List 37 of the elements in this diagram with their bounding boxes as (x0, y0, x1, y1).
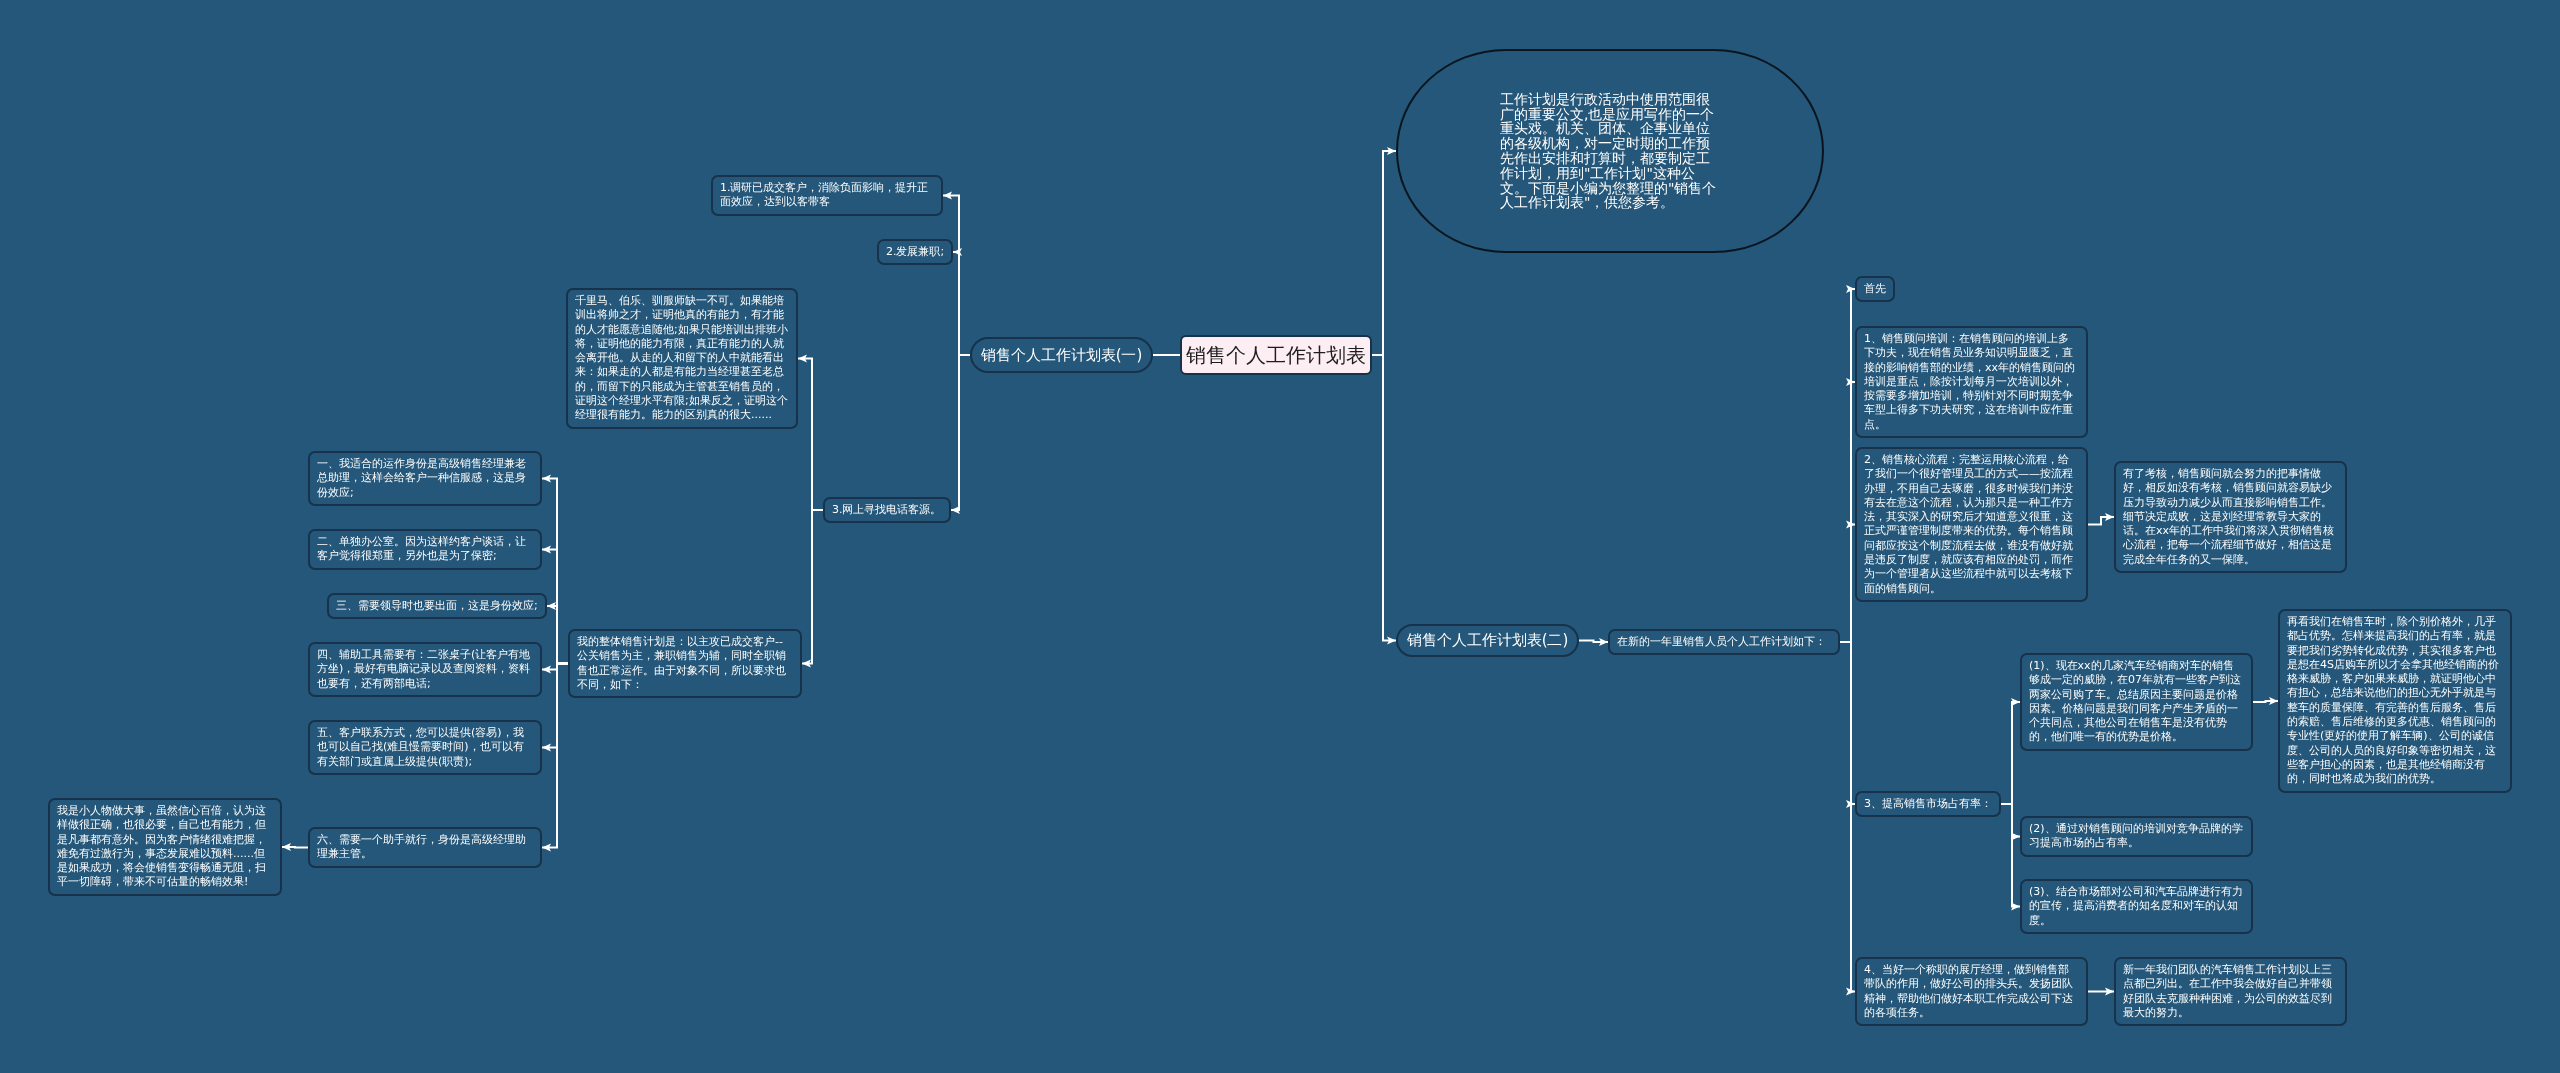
topic-box: 首先 (1855, 276, 1895, 303)
topic-box: 一、我适合的运作身份是高级销售经理兼老总助理，这样会给客户一种信服感，这是身份效应; (308, 451, 542, 506)
topic-box: 四、辅助工具需要有：二张桌子(让客户有地方坐)，最好有电脑记录以及查阅资料，资料也要有，还有两部电话; (308, 642, 542, 697)
topic-box: 五、客户联系方式，您可以提供(容易)，我也可以自己找(难且慢需要时间)，也可以有有关部门或直属上级提供(职责); (308, 720, 542, 775)
topic-box: 1、销售顾问培训：在销售顾问的培训上多下功夫，现在销售员业务知识明显匮乏，直接的影响销售部的业绩，xx年的销售顾问的培训是重点，除按计划每月一次培训以外，按需要多增加培训，特别针对不同时期竞争车型上得多下功夫研究，这在培训中应作重点。 (1855, 326, 2088, 439)
central-topic: 销售个人工作计划表 (1180, 335, 1372, 375)
connector (2087, 987, 2115, 996)
topic-box: (3)、结合市场部对公司和汽车品牌进行有力的宣传，提高消费者的知名度和对车的认知度。 (2020, 879, 2253, 934)
topic-box: 3、提高销售市场占有率： (1855, 791, 2001, 818)
topic-box: 六、需要一个助手就行，身份是高级经理助理兼主管。 (308, 827, 542, 868)
topic-box: 三、需要领导时也要出面，这是身份效应; (327, 593, 547, 620)
topic-box: 千里马、伯乐、驯服师缺一不可。如果能培训出将帅之才，证明他真的有能力，有才能的人才能愿意追随他;如果只能培训出排班小将，证明他的能力有限，真正有能力的人就会离开他。从走的人和留下的人中就能看出来：如果走的人都是有能力当经理甚至老总的，而留下的只能成为主管甚至销售员的，证明这个经理水平有限;如果反之，证明这个经理很有能力。能力的区别真的很大...... (566, 288, 798, 429)
topic-box: 新一年我们团队的汽车销售工作计划以上三点都已列出。在工作中我会做好自己并带领好团队去克服种种困难，为公司的效益尽到最大的努力。 (2114, 957, 2347, 1027)
topic-box: 在新的一年里销售人员个人工作计划如下： (1608, 629, 1840, 656)
topic-box: 我的整体销售计划是：以主攻已成交客户--公关销售为主，兼职销售为辅，同时全职销售也正常运作。由于对象不同，所以要求也不同，如下： (568, 629, 802, 699)
connector (950, 354, 971, 514)
topic-box: 我是小人物做大事，虽然信心百倍，认为这样做很正确，也很必要，自己也有能力，但是凡事都有意外。因为客户情绪很难把握，难免有过激行为，事态发展难以预料......但是如果成功，将会使销售变得畅通无阻，扫平一切障碍，带来不可估量的畅销效果! (48, 798, 282, 896)
topic-box: (1)、现在xx的几家汽车经销商对车的销售够成一定的威胁，在07年就有一些客户到这两家公司购了车。总结原因主要问题是价格因素。价格问题是我们同客户产生矛盾的一个共同点，其他公司在销售车是没有优势的，他们唯一有的优势是价格。 (2020, 653, 2253, 751)
branch-topic: 销售个人工作计划表(一) (970, 337, 1153, 373)
topic-box: 2、销售核心流程：完整运用核心流程，给了我们一个很好管理员工的方式——按流程办理，不用自己去琢磨，很多时候我们并没有去在意这个流程，认为那只是一种工作方法，其实深入的研究后才知道意义很重，这正式严谨管理制度带来的优势。每个销售顾问都应按这个制度流程去做，谁没有做好就是违反了制度，就应该有相应的处罚，而作为一个管理者从这些流程中就可以去考核下面的销售顾问。 (1855, 447, 2088, 602)
connector (1371, 354, 1397, 645)
connector (1839, 641, 1856, 996)
connector (1152, 354, 1181, 356)
branch-topic: 销售个人工作计划表(二) (1396, 624, 1579, 657)
intro-bubble: 工作计划是行政活动中使用范围很广的重要公文,也是应用写作的一个重头戏。机关、团体、企事业单位的各级机构，对一定时期的工作预先作出安排和打算时，都要制定工作计划，用到"工作计划"这种公文。下面是小编为您整理的"销售个人工作计划表"，供您参考。 (1396, 49, 1824, 253)
connector (2252, 697, 2279, 705)
topic-box: 2.发展兼职; (877, 239, 954, 266)
topic-box: 1.调研已成交客户，消除负面影响，提升正面效应，达到以客带客 (711, 175, 943, 216)
connector (1578, 638, 1609, 646)
topic-box: 二、单独办公室。因为这样约客户谈话，让客户觉得很郑重，另外也是为了保密; (308, 529, 542, 570)
topic-box: 3.网上寻找电话客源。 (823, 497, 951, 524)
topic-box: 4、当好一个称职的展厅经理，做到销售部带队的作用，做好公司的排头兵。发扬团队精神，帮助他们做好本职工作完成公司下达的各项任务。 (1855, 957, 2088, 1027)
topic-box: 再看我们在销售车时，除个别价格外，几乎都占优势。怎样来提高我们的占有率，就是要把我们劣势转化成优势，其实很多客户也是想在4S店购车所以才会拿其他经销商的价格来威胁，客户如果来威胁，就证明他心中有担心，总结来说他们的担心无外乎就是与整车的质量保障、有完善的售后服务、售后的索赔、售后维修的更多优惠、销售顾问的专业性(更好的使用了解车辆)、公司的诚信度、公司的人员的良好印象等密切相关，这些客户担心的因素，也是其他经销商没有的，同时也将成为我们的优势。 (2278, 609, 2512, 793)
topic-box: 有了考核，销售顾问就会努力的把事情做好，相反如没有考核，销售顾问就容易缺少压力导致动力减少从而直接影响销售工作。细节决定成败，这是刘经理常教导大家的话。在xx年的工作中我们将深入贯彻销售核心流程，把每一个流程细节做好，相信这是完成全年任务的又一保障。 (2114, 461, 2347, 574)
connector (281, 843, 309, 851)
topic-box: (2)、通过对销售顾问的培训对竞争品牌的学习提高市场的占有率。 (2020, 816, 2253, 857)
connector (2087, 513, 2115, 526)
